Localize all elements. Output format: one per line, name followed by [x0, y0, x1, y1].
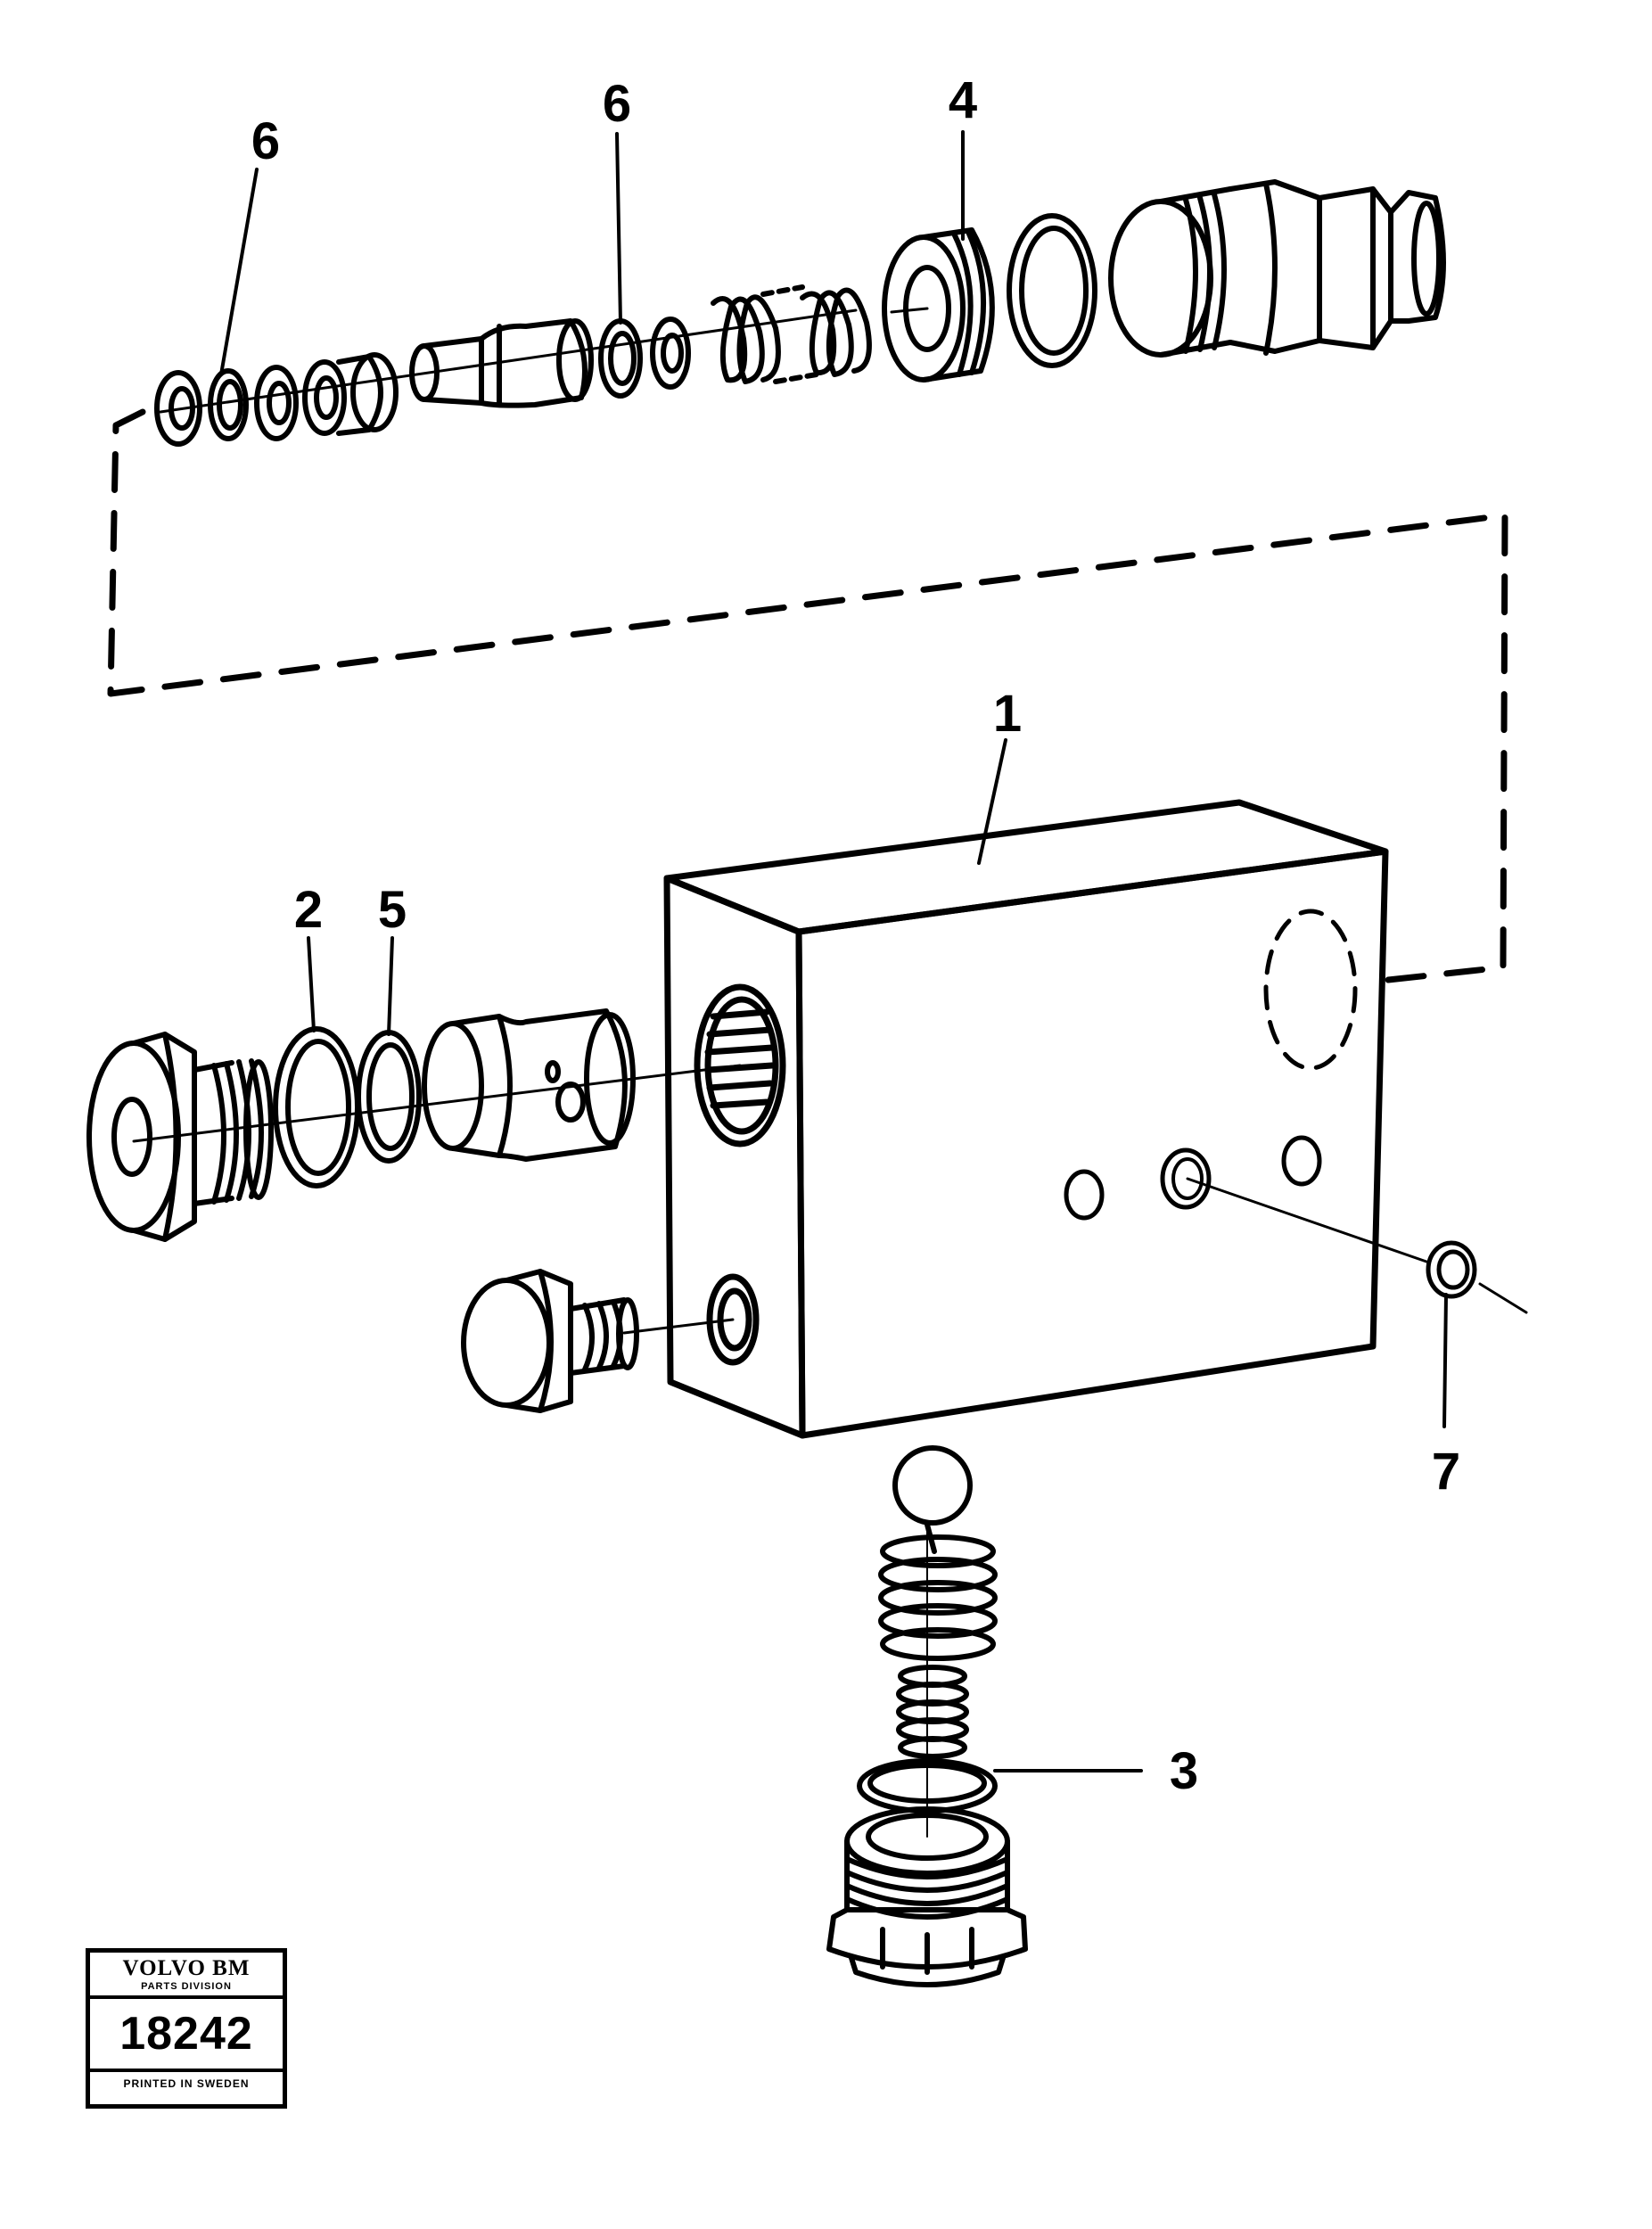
stamp-printed-in: PRINTED IN SWEDEN [123, 2077, 250, 2090]
assembly-dashed-line [107, 408, 1508, 984]
o-ring-2 [273, 1026, 360, 1189]
washer-middle [650, 317, 691, 390]
small-spring [896, 1665, 969, 1759]
large-spring [878, 1522, 998, 1661]
washer-7 [1426, 1240, 1477, 1299]
callout-6-left: 6 [251, 112, 280, 170]
stamp-diagram-number: 18242 [90, 1999, 283, 2072]
callout-7: 7 [1432, 1443, 1460, 1501]
valve-plug-body [1108, 179, 1446, 358]
callout-leader-lines [219, 130, 1448, 1773]
parts-division-stamp: VOLVO BM PARTS DIVISION 18242 PRINTED IN… [86, 1948, 287, 2109]
left-side-parts [86, 1008, 639, 1413]
sealing-ring [1007, 213, 1097, 368]
lower-check-valve-parts [826, 1445, 1028, 1987]
upper-relief-valve-assembly [154, 179, 1446, 447]
check-ball [892, 1445, 973, 1526]
check-spool [422, 1008, 636, 1162]
ring-5 [356, 1030, 422, 1164]
valve-seat-4 [882, 227, 995, 382]
callout-3: 3 [1170, 1742, 1198, 1800]
lower-plug [826, 1806, 1028, 1987]
stamp-brand: VOLVO BM [122, 1956, 251, 1980]
hex-bolt-lower [461, 1269, 639, 1413]
callout-6-middle: 6 [603, 75, 631, 133]
o-ring-6-middle [598, 318, 643, 399]
callout-5: 5 [378, 881, 407, 939]
callout-labels: 6 6 4 1 2 5 7 3 [251, 71, 1460, 1800]
assembly-leader-lines [132, 307, 1528, 1335]
poppet-piston [409, 318, 594, 408]
stamp-division: PARTS DIVISION [90, 1981, 283, 1999]
ring-stack [302, 352, 399, 436]
washer-small-2 [254, 365, 299, 441]
valve-block-1 [663, 799, 1389, 1439]
callout-2: 2 [294, 881, 323, 939]
relief-spring [711, 284, 872, 384]
callout-1: 1 [993, 685, 1022, 743]
callout-4: 4 [949, 71, 977, 129]
